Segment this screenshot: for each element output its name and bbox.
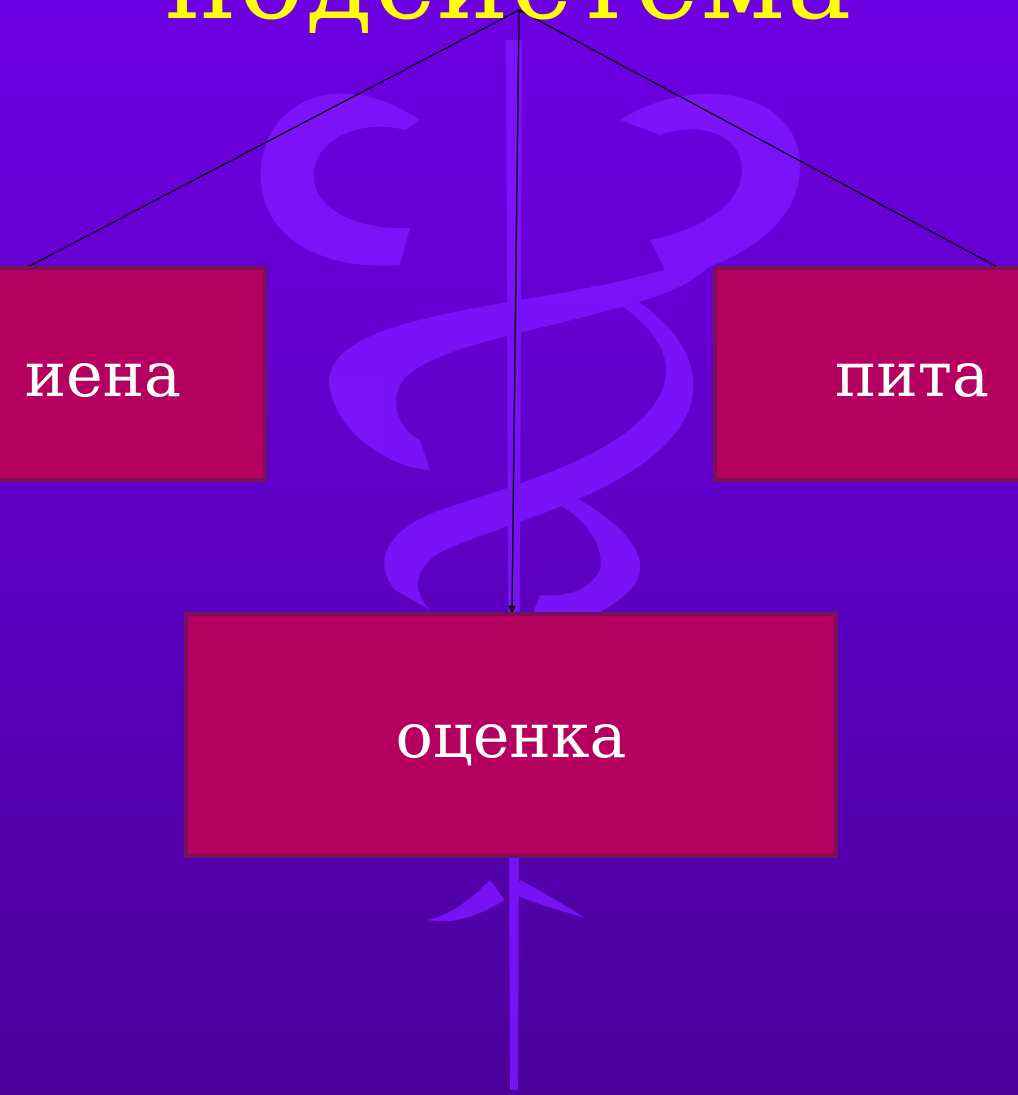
center-box-label: оценка	[396, 699, 627, 772]
connector-to-center	[512, 10, 519, 612]
left-box: иена	[0, 266, 267, 482]
center-box: оценка	[184, 612, 838, 858]
slide-title: подсистема	[0, 0, 1018, 36]
right-box: пита	[713, 266, 1018, 482]
right-box-label: пита	[835, 338, 989, 411]
left-box-label: иена	[25, 338, 181, 411]
connector-to-right	[519, 10, 1003, 270]
connector-to-left	[22, 10, 519, 270]
